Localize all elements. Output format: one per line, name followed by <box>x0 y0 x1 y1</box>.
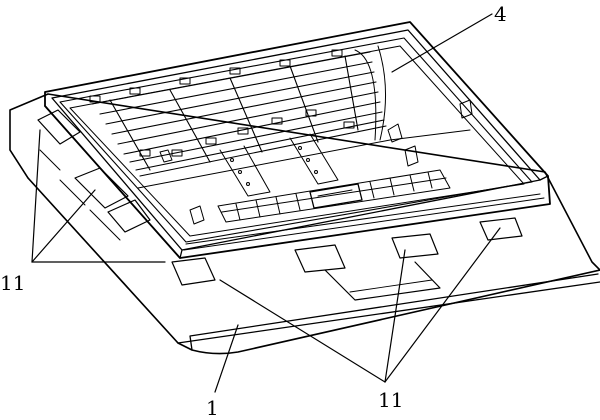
leg-blocks <box>37 109 523 301</box>
outer-frame <box>44 21 551 259</box>
floor-details <box>137 99 473 225</box>
label-frame: 4 <box>494 2 507 26</box>
label-pallet: 1 <box>206 396 219 420</box>
lower-strip <box>217 169 451 223</box>
label-legs-left: 11 <box>0 271 26 295</box>
leader-lines <box>31 13 501 393</box>
grid-clips <box>89 49 355 157</box>
rib-grid <box>91 45 387 177</box>
label-legs-bottom: 11 <box>378 388 404 412</box>
base-pallet <box>9 93 600 355</box>
